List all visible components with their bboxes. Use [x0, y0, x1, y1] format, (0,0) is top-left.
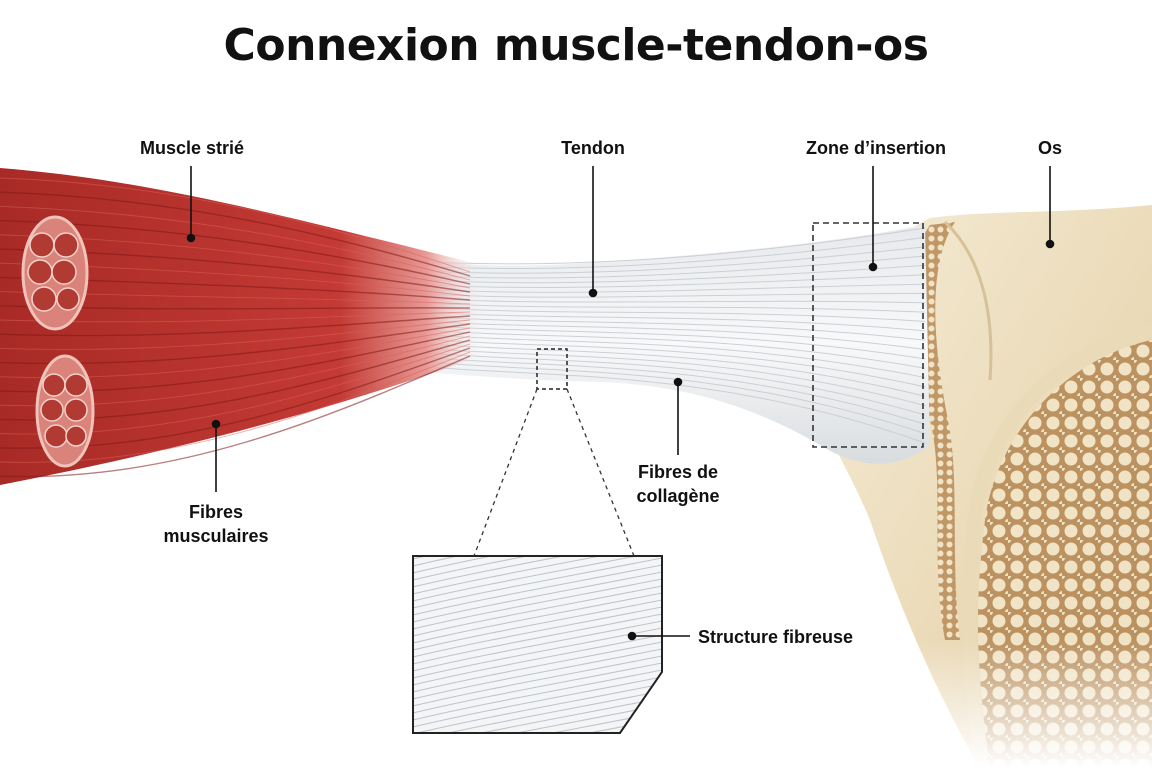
zoom-connector-right: [566, 388, 635, 557]
leader-fibres-musculaires: [211, 419, 221, 492]
label-fibres-collagene-line1: Fibres de: [637, 462, 719, 482]
leader-collagene: [673, 377, 683, 455]
tendon-shape: [360, 225, 930, 464]
label-fibres-musculaires: Fibres musculaires: [146, 500, 286, 548]
label-zone-insertion: Zone d’insertion: [805, 138, 946, 158]
label-fibres-collagene: Fibres de collagène: [612, 460, 744, 508]
leader-insertion: [868, 166, 878, 272]
label-tendon: Tendon: [561, 138, 625, 158]
leader-tendon: [588, 166, 598, 298]
page-title: Connexion muscle-tendon-os: [223, 20, 929, 71]
label-muscle-strie: Muscle strié: [139, 138, 245, 158]
muscle-shape: [0, 168, 485, 485]
label-os: Os: [1037, 138, 1062, 158]
detail-inset: [412, 555, 663, 734]
zoom-connector-left: [473, 388, 538, 557]
label-structure-fibreuse: Structure fibreuse: [698, 627, 854, 647]
leader-muscle: [186, 166, 196, 243]
insertion-zone-box: [812, 222, 924, 448]
leader-os: [1045, 166, 1055, 249]
muscle-fascicle-cross-section: [21, 215, 95, 468]
label-fibres-musculaires-line1: Fibres: [188, 502, 244, 522]
label-fibres-collagene-line2: collagène: [636, 486, 720, 506]
label-fibres-musculaires-line2: musculaires: [163, 526, 269, 546]
zoom-source-box: [536, 348, 568, 390]
leader-structure: [627, 631, 690, 641]
